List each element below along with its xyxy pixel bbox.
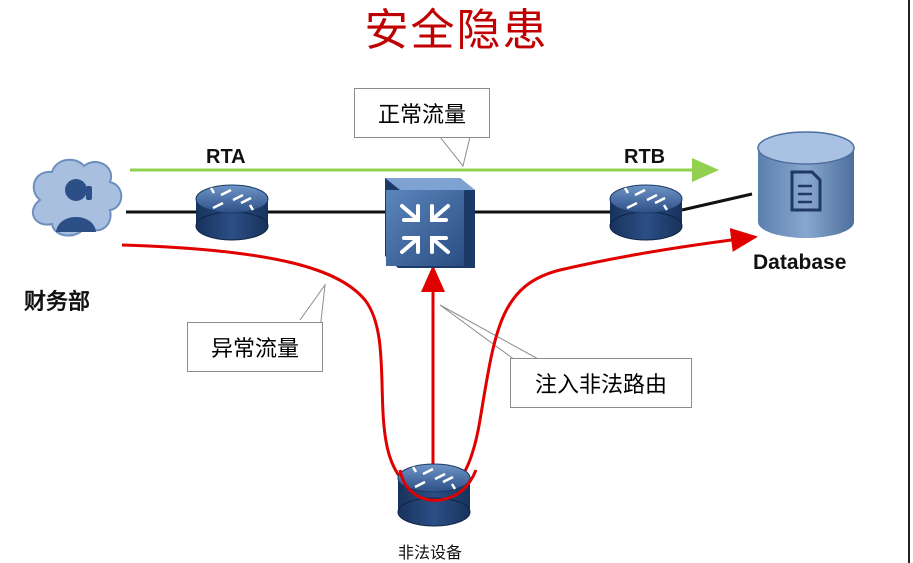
rtb-router-icon <box>609 184 683 241</box>
inject-route-callout: 注入非法路由 <box>510 358 692 408</box>
finance-label: 财务部 <box>24 289 91 314</box>
illegal-router-icon <box>397 463 471 527</box>
normal-traffic-callout: 正常流量 <box>354 88 490 138</box>
link-rtb-database <box>681 192 753 212</box>
rta-router-icon <box>195 184 269 241</box>
slide-right-border <box>908 0 910 563</box>
inject-callout-pointer <box>439 304 541 361</box>
abnormal-callout-pointer <box>299 283 326 331</box>
illegal-device-label: 非法设备 <box>398 543 463 562</box>
database-icon <box>757 131 855 238</box>
abnormal-traffic-callout: 异常流量 <box>187 322 323 372</box>
page-title: 安全隐患 <box>364 5 549 56</box>
normal-callout-pointer <box>439 136 471 168</box>
core-switch-icon <box>385 178 475 268</box>
rta-label: RTA <box>206 146 246 168</box>
abnormal-traffic-front <box>398 469 478 502</box>
database-label: Database <box>753 251 847 274</box>
rtb-label: RTB <box>624 146 666 168</box>
finance-user-icon <box>31 158 123 237</box>
